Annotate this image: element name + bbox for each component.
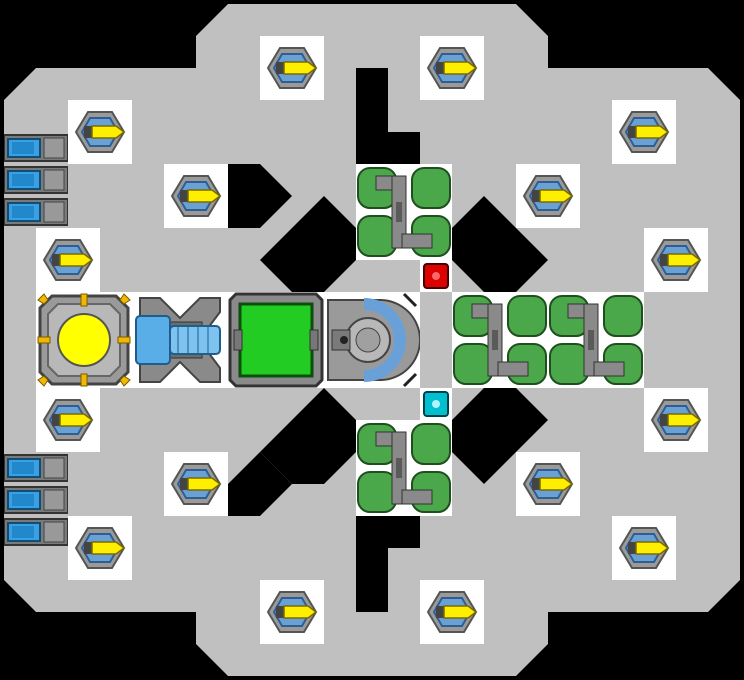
thruster-icon (426, 591, 478, 633)
thruster-tile[interactable] (260, 36, 324, 100)
thruster-icon (618, 111, 670, 153)
side-engine[interactable] (3, 516, 69, 548)
thruster-icon (42, 239, 94, 281)
side-engine-icon (3, 134, 69, 162)
side-engine-icon (3, 198, 69, 226)
fuel-tank[interactable] (356, 164, 452, 260)
thruster-tile[interactable] (516, 452, 580, 516)
fuel-tank-icon (453, 295, 547, 385)
side-engine[interactable] (3, 484, 69, 516)
thruster-icon (170, 463, 222, 505)
hull-diamond-lower-left (260, 388, 356, 484)
thruster-tile[interactable] (164, 452, 228, 516)
hull-diamond-upper-right (452, 196, 548, 292)
side-engine-icon (3, 486, 69, 514)
armor-core-tile[interactable] (228, 292, 324, 388)
fuel-tank-icon (357, 423, 451, 513)
red-node-icon (423, 263, 449, 289)
fuel-tank-icon (549, 295, 643, 385)
side-engine-icon (3, 454, 69, 482)
thruster-icon (522, 175, 574, 217)
cockpit-tile[interactable] (324, 292, 421, 388)
fuel-tank[interactable] (548, 292, 644, 388)
thruster-tile[interactable] (68, 516, 132, 580)
hull-gap-upper-left-wedge (228, 164, 292, 228)
thruster-icon (266, 591, 318, 633)
thruster-tile[interactable] (612, 516, 676, 580)
side-engine-icon (3, 518, 69, 546)
hull-gap-lower-center (356, 516, 420, 612)
thruster-tile[interactable] (612, 100, 676, 164)
side-engine[interactable] (3, 452, 69, 484)
armor-core-icon (228, 292, 324, 388)
cyan-node[interactable] (420, 388, 452, 420)
thruster-icon (74, 111, 126, 153)
side-engine[interactable] (3, 196, 69, 228)
railgun-tile[interactable] (132, 292, 228, 388)
thruster-tile[interactable] (36, 228, 100, 292)
thruster-tile[interactable] (644, 228, 708, 292)
reactor-tile[interactable] (36, 292, 132, 388)
thruster-icon (650, 239, 702, 281)
thruster-tile[interactable] (420, 580, 484, 644)
thruster-icon (650, 399, 702, 441)
thruster-icon (522, 463, 574, 505)
fuel-tank[interactable] (452, 292, 548, 388)
cockpit-icon (327, 292, 421, 388)
railgun-icon (135, 297, 221, 383)
hull-diamond-upper-left (260, 196, 356, 292)
side-engine[interactable] (3, 164, 69, 196)
thruster-icon (170, 175, 222, 217)
thruster-tile[interactable] (644, 388, 708, 452)
fuel-tank[interactable] (356, 420, 452, 516)
red-node[interactable] (420, 260, 452, 292)
cyan-node-icon (423, 391, 449, 417)
thruster-tile[interactable] (36, 388, 100, 452)
hull-gap-upper-center (356, 68, 420, 164)
thruster-tile[interactable] (68, 100, 132, 164)
thruster-tile[interactable] (420, 36, 484, 100)
thruster-icon (426, 47, 478, 89)
side-engine[interactable] (3, 132, 69, 164)
hull-diamond-lower-right (452, 388, 548, 484)
fuel-tank-icon (357, 167, 451, 257)
reactor-core-icon (37, 293, 131, 387)
thruster-icon (266, 47, 318, 89)
thruster-icon (42, 399, 94, 441)
side-engine-icon (3, 166, 69, 194)
thruster-tile[interactable] (260, 580, 324, 644)
thruster-icon (74, 527, 126, 569)
thruster-tile[interactable] (516, 164, 580, 228)
thruster-tile[interactable] (164, 164, 228, 228)
thruster-icon (618, 527, 670, 569)
